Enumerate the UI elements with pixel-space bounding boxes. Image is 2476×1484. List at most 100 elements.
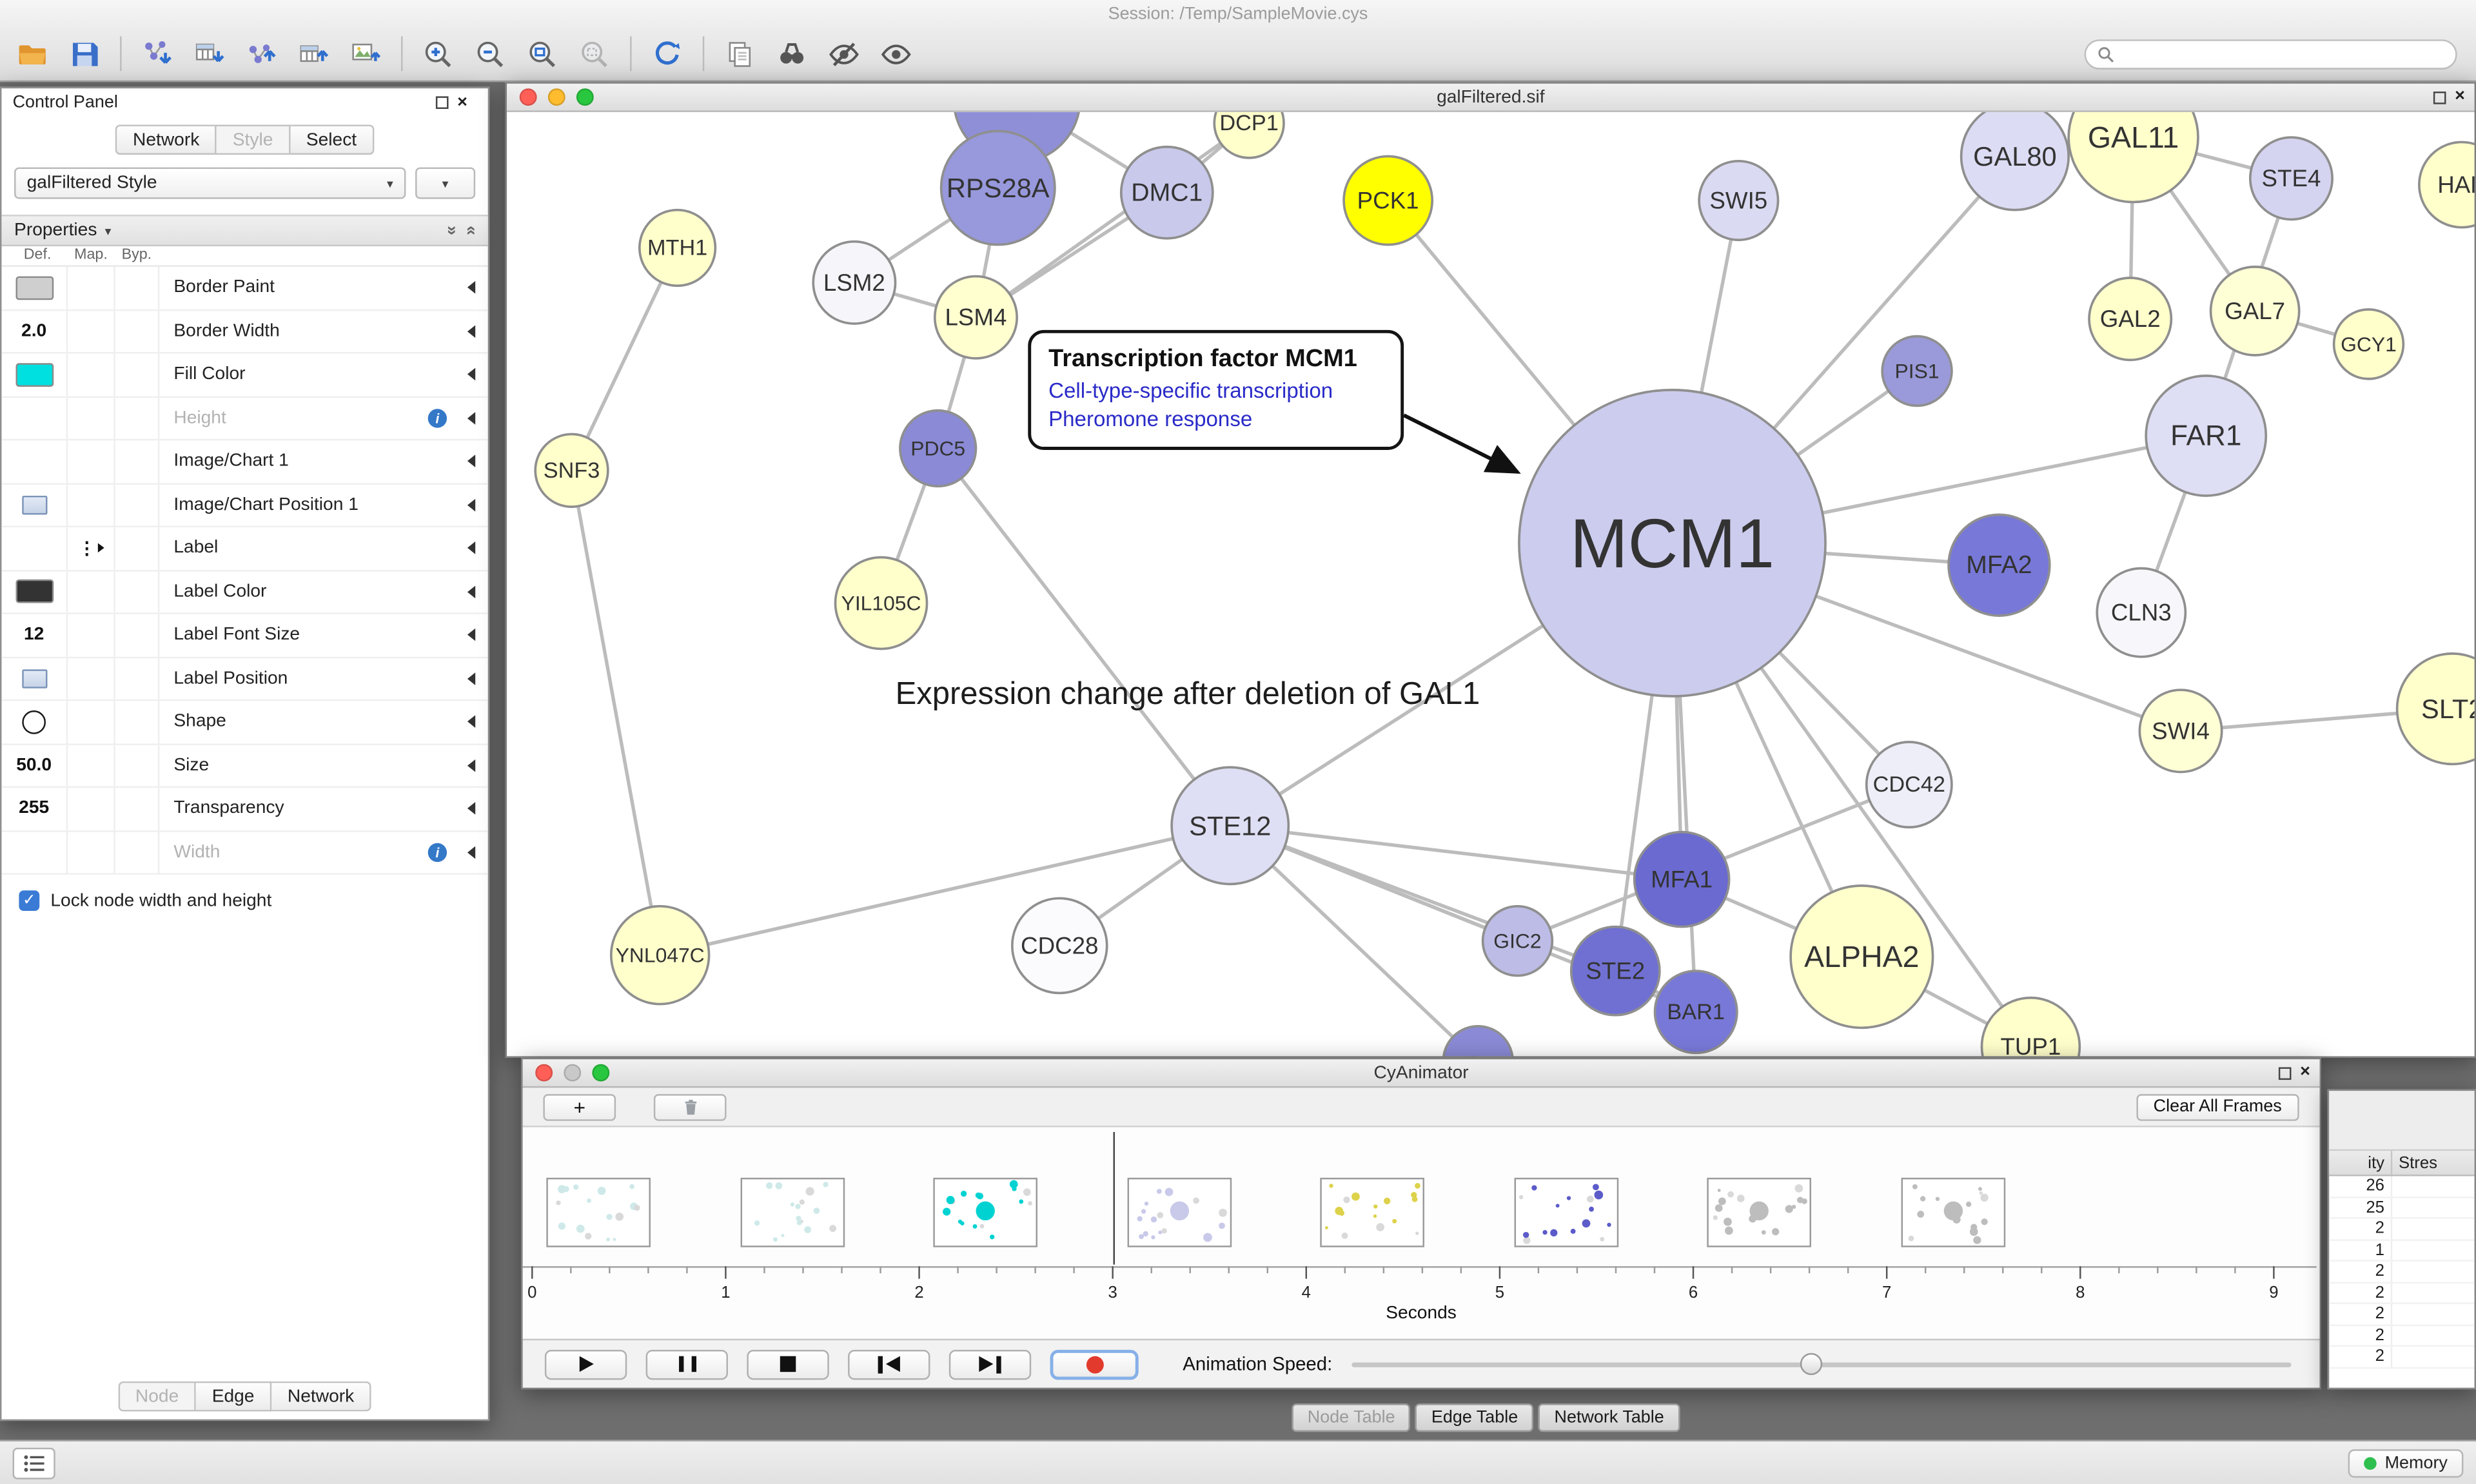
frame-thumbnail-2[interactable] bbox=[933, 1177, 1038, 1247]
show-all-button[interactable] bbox=[870, 30, 922, 77]
network-node-MCM1[interactable]: MCM1 bbox=[1518, 389, 1827, 698]
properties-header[interactable]: Properties ▾ » » bbox=[1, 215, 488, 247]
network-node-SWI4[interactable]: SWI4 bbox=[2138, 688, 2223, 774]
copy-paste-button[interactable] bbox=[714, 30, 766, 77]
maximize-window-icon[interactable] bbox=[576, 88, 594, 106]
side-table-row[interactable]: 2 bbox=[2329, 1282, 2475, 1304]
property-row-label-color[interactable]: Label Color bbox=[1, 571, 488, 614]
network-node-YIL105C[interactable]: YIL105C bbox=[834, 556, 928, 650]
network-edge-STE12-MFA1[interactable] bbox=[1230, 824, 1682, 881]
network-node-GAL11[interactable]: GAL11 bbox=[2067, 112, 2199, 204]
expand-row-arrow[interactable] bbox=[467, 542, 476, 555]
side-table-row[interactable]: 26 bbox=[2329, 1176, 2475, 1198]
expand-row-arrow[interactable] bbox=[467, 368, 476, 381]
frame-thumbnail-3[interactable] bbox=[1126, 1177, 1232, 1247]
network-node-YNL047C[interactable]: YNL047C bbox=[609, 904, 711, 1006]
network-node-PDC5[interactable]: PDC5 bbox=[899, 409, 978, 488]
cp-tab-select[interactable]: Select bbox=[290, 124, 375, 155]
expand-all-icon[interactable]: » bbox=[460, 226, 480, 236]
close-view-icon[interactable]: × bbox=[2455, 86, 2465, 106]
canvas-caption[interactable]: Expression change after deletion of GAL1 bbox=[895, 677, 1480, 712]
cyanimator-titlebar[interactable]: CyAnimator × bbox=[522, 1059, 2320, 1088]
network-node-CDC42[interactable]: CDC42 bbox=[1865, 741, 1953, 829]
frame-thumbnail-1[interactable] bbox=[740, 1177, 845, 1247]
mapping-icon[interactable]: ⋮ bbox=[68, 527, 115, 569]
open-session-button[interactable] bbox=[6, 30, 59, 77]
side-table-row[interactable]: 2 bbox=[2329, 1325, 2475, 1347]
property-row-label-position[interactable]: Label Position bbox=[1, 658, 488, 701]
network-node-NODE_B1[interactable] bbox=[1442, 1025, 1514, 1057]
style-dropdown[interactable]: galFiltered Style ▾ bbox=[14, 167, 406, 199]
annotation-box[interactable]: Transcription factor MCM1 Cell-type-spec… bbox=[1028, 329, 1404, 450]
cp-tab-style[interactable]: Style bbox=[217, 124, 291, 155]
export-table-button[interactable] bbox=[288, 30, 340, 77]
refresh-view-button[interactable] bbox=[641, 30, 693, 77]
lock-size-row[interactable]: ✓ Lock node width and height bbox=[1, 875, 487, 912]
annotation-link-1[interactable]: Cell-type-specific transcription bbox=[1048, 378, 1333, 403]
network-node-BAR1[interactable]: BAR1 bbox=[1653, 970, 1738, 1055]
property-row-border-paint[interactable]: Border Paint bbox=[1, 266, 488, 311]
import-table-button[interactable] bbox=[183, 30, 235, 77]
network-node-HAP1[interactable]: HAP bbox=[2418, 141, 2475, 229]
cp-bottom-tab-edge[interactable]: Edge bbox=[196, 1381, 272, 1412]
frame-thumbnail-5[interactable] bbox=[1513, 1177, 1618, 1247]
export-network-button[interactable] bbox=[235, 30, 288, 77]
zoom-out-button[interactable] bbox=[464, 30, 516, 77]
style-options-button[interactable]: ▾ bbox=[415, 167, 476, 199]
side-table-row[interactable]: 2 bbox=[2329, 1346, 2475, 1369]
network-canvas[interactable]: RPS28BDCP1PCK1SWI5GAL80GAL11STE4HAPRPS28… bbox=[507, 112, 2475, 1057]
slider-handle[interactable] bbox=[1800, 1352, 1823, 1376]
side-table-col-2[interactable]: Stres bbox=[2399, 1153, 2438, 1173]
side-table-row[interactable]: 25 bbox=[2329, 1197, 2475, 1219]
network-node-GAL2[interactable]: GAL2 bbox=[2088, 277, 2173, 362]
network-edge-STE12-YNL047C[interactable] bbox=[660, 824, 1231, 957]
network-node-LSM4[interactable]: LSM4 bbox=[933, 275, 1018, 360]
add-frame-button[interactable]: + bbox=[543, 1093, 616, 1120]
network-node-MFA2[interactable]: MFA2 bbox=[1947, 513, 2051, 617]
property-row-image-chart-1[interactable]: Image/Chart 1 bbox=[1, 440, 488, 484]
expand-row-arrow[interactable] bbox=[467, 629, 476, 641]
expand-row-arrow[interactable] bbox=[467, 454, 476, 468]
zoom-selected-button[interactable] bbox=[569, 30, 621, 77]
network-node-CDC28[interactable]: CDC28 bbox=[1010, 897, 1108, 995]
network-node-ALPHA2[interactable]: ALPHA2 bbox=[1789, 884, 1934, 1030]
network-node-DCP1[interactable]: DCP1 bbox=[1213, 112, 1285, 159]
zoom-fit-button[interactable] bbox=[516, 30, 569, 77]
close-window-icon[interactable] bbox=[519, 88, 537, 106]
import-network-button[interactable] bbox=[131, 30, 183, 77]
network-node-STE4[interactable]: STE4 bbox=[2248, 136, 2334, 221]
default-value-swatch[interactable] bbox=[15, 580, 54, 604]
expand-row-arrow[interactable] bbox=[467, 585, 476, 598]
side-table-row[interactable]: 2 bbox=[2329, 1218, 2475, 1240]
timeline-playhead[interactable] bbox=[1112, 1131, 1115, 1265]
side-table-col-1[interactable]: ity bbox=[2329, 1151, 2393, 1175]
expand-row-arrow[interactable] bbox=[467, 411, 476, 425]
float-window-icon[interactable] bbox=[2432, 90, 2446, 104]
hide-selected-button[interactable] bbox=[818, 30, 870, 77]
network-edge-MTH1-SNF3[interactable] bbox=[570, 247, 680, 471]
expand-row-arrow[interactable] bbox=[467, 672, 476, 685]
network-node-DMC1[interactable]: DMC1 bbox=[1119, 145, 1214, 240]
network-node-MTH1[interactable]: MTH1 bbox=[638, 208, 717, 288]
network-node-GIC2[interactable]: GIC2 bbox=[1481, 904, 1554, 977]
table-tab-network-table[interactable]: Network Table bbox=[1538, 1403, 1680, 1432]
property-row-label[interactable]: ⋮Label bbox=[1, 527, 488, 571]
network-node-CLN3[interactable]: CLN3 bbox=[2096, 567, 2187, 658]
lock-checkbox[interactable]: ✓ bbox=[19, 890, 40, 912]
expand-row-arrow[interactable] bbox=[467, 846, 476, 859]
search-input[interactable] bbox=[2120, 44, 2445, 63]
expand-row-arrow[interactable] bbox=[467, 324, 476, 338]
network-node-STE12[interactable]: STE12 bbox=[1170, 766, 1290, 886]
network-node-GCY1[interactable]: GCY1 bbox=[2332, 308, 2405, 380]
stop-button[interactable] bbox=[747, 1349, 829, 1380]
minimize-window-icon[interactable] bbox=[547, 88, 565, 106]
first-neighbors-button[interactable] bbox=[766, 30, 818, 77]
frame-thumbnail-6[interactable] bbox=[1707, 1177, 1812, 1247]
frame-thumbnail-4[interactable] bbox=[1320, 1177, 1425, 1247]
expand-row-arrow[interactable] bbox=[467, 802, 476, 815]
play-button[interactable] bbox=[544, 1349, 627, 1380]
expand-row-arrow[interactable] bbox=[467, 498, 476, 511]
network-node-SWI5[interactable]: SWI5 bbox=[1698, 159, 1780, 242]
